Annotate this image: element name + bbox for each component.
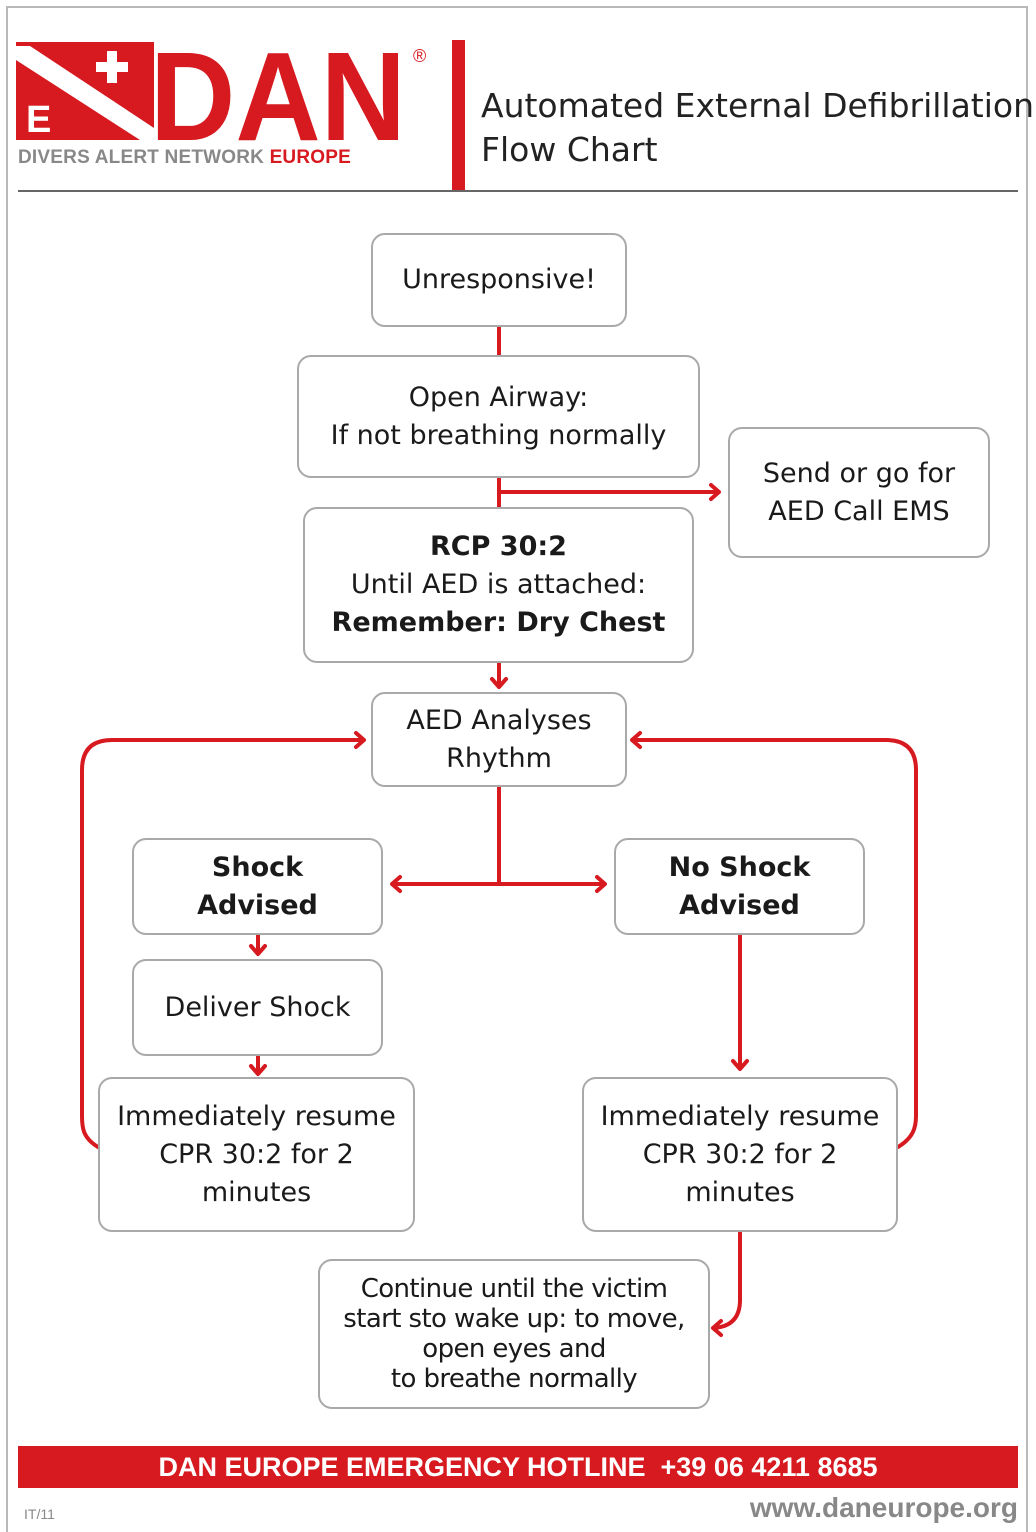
send-aed-line-1: Send or go for (762, 457, 956, 489)
arrowhead-send-aed (709, 483, 721, 501)
continue-line-3: open eyes and (422, 1334, 606, 1364)
rcp-line-1: RCP 30:2 (430, 531, 567, 562)
arrowhead-resume-left (249, 1064, 267, 1076)
continue-line-2: start sto wake up: to move, (343, 1304, 685, 1334)
loop-left (80, 738, 365, 1149)
noshock-line-2: Advised (679, 889, 800, 921)
emergency-hotline-banner: DAN EUROPE EMERGENCY HOTLINE +39 06 4211… (18, 1446, 1018, 1488)
continue-line-1: Continue until the victim (360, 1274, 668, 1304)
arrowhead-noshock (595, 875, 607, 893)
node-shock-advised: Shock Advised (132, 838, 383, 935)
node-send-aed: Send or go for AED Call EMS (728, 427, 990, 558)
resume-left-line-1: Immediately resume (117, 1100, 396, 1132)
resume-left-line-2: CPR 30:2 for 2 (159, 1138, 354, 1170)
logo-letter: E (26, 99, 51, 141)
arrowhead-loop-right (630, 731, 642, 749)
rcp-line-2: Until AED is attached: (350, 569, 647, 600)
arrowhead-shock (390, 875, 402, 893)
node-aed-analyses: AED Analyses Rhythm (371, 692, 627, 787)
arrowhead-resume-right (731, 1059, 749, 1071)
aed-line-1: AED Analyses (406, 704, 592, 736)
title-line-2: Flow Chart (481, 130, 658, 169)
arrowhead-aed (490, 677, 508, 689)
node-deliver-shock: Deliver Shock (132, 959, 383, 1056)
node-resume-cpr-right: Immediately resume CPR 30:2 for 2 minute… (582, 1077, 898, 1232)
noshock-line-1: No Shock (668, 851, 811, 883)
node-unresponsive-text: Unresponsive! (402, 264, 596, 295)
aed-line-2: Rhythm (446, 742, 552, 774)
hotline-text: DAN EUROPE EMERGENCY HOTLINE +39 06 4211… (158, 1451, 878, 1482)
loop-right (631, 738, 918, 1149)
arrowhead-loop-left (354, 731, 366, 749)
title-line-1: Automated External Defibrillation (481, 86, 1035, 125)
page-title: Automated External Defibrillation Flow C… (481, 84, 1034, 172)
resume-right-line-2: CPR 30:2 for 2 (642, 1138, 838, 1170)
header-divider-bar (452, 40, 465, 190)
dan-logo: E DAN ® (16, 42, 426, 167)
website-url[interactable]: www.daneurope.org (749, 1492, 1018, 1523)
logo-wordmark: DAN (150, 42, 406, 167)
resume-right-line-3: minutes (685, 1176, 795, 1208)
arrowhead-deliver (249, 944, 267, 956)
connector-to-continue (712, 1230, 742, 1330)
node-continue: Continue until the victim start sto wake… (318, 1259, 710, 1409)
arrowhead-continue (711, 1319, 723, 1337)
deliver-shock-text: Deliver Shock (164, 991, 351, 1023)
open-airway-line-1: Open Airway: (408, 381, 589, 413)
open-airway-line-2: If not breathing normally (330, 419, 667, 451)
shock-line-1: Shock (211, 851, 304, 883)
tagline-main: DIVERS ALERT NETWORK (18, 147, 265, 168)
registered-mark: ® (413, 46, 426, 66)
send-aed-line-2: AED Call EMS (768, 495, 950, 527)
node-resume-cpr-left: Immediately resume CPR 30:2 for 2 minute… (98, 1077, 415, 1232)
resume-right-line-1: Immediately resume (600, 1100, 880, 1132)
page-frame (6, 6, 1028, 1532)
logo-cross-v (107, 51, 117, 83)
logo-tagline: DIVERS ALERT NETWORK EUROPE (18, 147, 351, 169)
header-rule (18, 190, 1018, 192)
continue-line-4: to breathe normally (390, 1364, 638, 1394)
tagline-accent: EUROPE (269, 147, 352, 168)
shock-line-2: Advised (197, 889, 318, 921)
document-code: IT/11 (24, 1506, 55, 1522)
node-no-shock-advised: No Shock Advised (614, 838, 865, 935)
rcp-line-3: Remember: Dry Chest (331, 607, 666, 638)
node-unresponsive: Unresponsive! (371, 233, 627, 327)
logo-diagonal (16, 46, 154, 140)
node-rcp: RCP 30:2 Until AED is attached: Remember… (303, 507, 694, 663)
node-open-airway: Open Airway: If not breathing normally (297, 355, 700, 478)
resume-left-line-3: minutes (201, 1176, 312, 1208)
